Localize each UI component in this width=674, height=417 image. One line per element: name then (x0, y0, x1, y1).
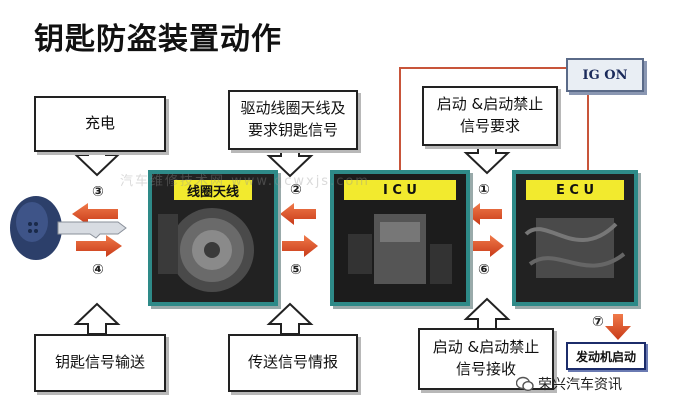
engine-start-box: 发动机启动 (566, 342, 646, 370)
start-recv-up-arrow (463, 297, 511, 330)
arrow-step-6 (468, 235, 504, 257)
step-2-number: ② (290, 182, 302, 198)
arrow-step-7 (605, 314, 631, 340)
drive-antenna-callout: 驱动线圈天线及 要求钥匙信号 (228, 90, 358, 150)
step-3-number: ③ (92, 184, 104, 200)
icu-photo: I C U (330, 170, 470, 306)
start-req-line1: 启动 &启动禁止 (436, 95, 544, 114)
arrow-step-1 (466, 203, 502, 225)
start-req-line2: 信号要求 (459, 117, 520, 135)
footer-brand-text: 荣兴汽车资讯 (538, 377, 622, 393)
key-icon (10, 196, 127, 260)
ig-on-connector (399, 67, 589, 170)
watermark-text: 汽车维修技术网 www.qcwxjs.com (120, 174, 370, 189)
step-7-number: ⑦ (592, 314, 604, 330)
charge-callout: 充电 (34, 96, 166, 152)
start-receive-callout: 启动 &启动禁止 信号接收 (418, 328, 554, 390)
transmit-callout: 传送信号情报 (228, 334, 358, 392)
wechat-icon (516, 376, 534, 392)
coil-antenna-photo: 线圈天线 (148, 170, 278, 306)
arrow-step-3 (72, 203, 118, 225)
coil-antenna-label: 线圈天线 (174, 180, 252, 200)
step-6-number: ⑥ (478, 262, 490, 278)
start-req-down-arrow (463, 142, 511, 175)
arrow-step-4 (76, 235, 122, 257)
page-title: 钥匙防盗装置动作 (34, 22, 282, 57)
arrow-step-2 (280, 203, 316, 225)
key-signal-up-arrow (73, 302, 121, 335)
icu-label: I C U (344, 180, 456, 200)
drive-text-line2: 要求钥匙信号 (247, 121, 338, 139)
transmit-up-arrow (266, 302, 314, 335)
step-5-number: ⑤ (290, 262, 302, 278)
step-1-number: ① (478, 182, 490, 198)
arrow-step-5 (282, 235, 318, 257)
drive-text-line1: 驱动线圈天线及 (240, 99, 346, 118)
ecu-label: E C U (526, 180, 624, 200)
start-recv-line1: 启动 &启动禁止 (432, 338, 540, 357)
key-signal-text: 钥匙信号输送 (54, 353, 145, 372)
ig-on-box: IG ON (566, 58, 644, 92)
ecu-photo: E C U (512, 170, 638, 306)
key-signal-callout: 钥匙信号输送 (34, 334, 166, 392)
charge-text: 充电 (84, 114, 115, 133)
step-4-number: ④ (92, 262, 104, 278)
start-recv-line2: 信号接收 (455, 360, 516, 378)
footer-brand: 荣兴汽车资讯 (516, 374, 622, 394)
transmit-text: 传送信号情报 (247, 353, 338, 372)
start-request-callout: 启动 &启动禁止 信号要求 (422, 86, 558, 146)
